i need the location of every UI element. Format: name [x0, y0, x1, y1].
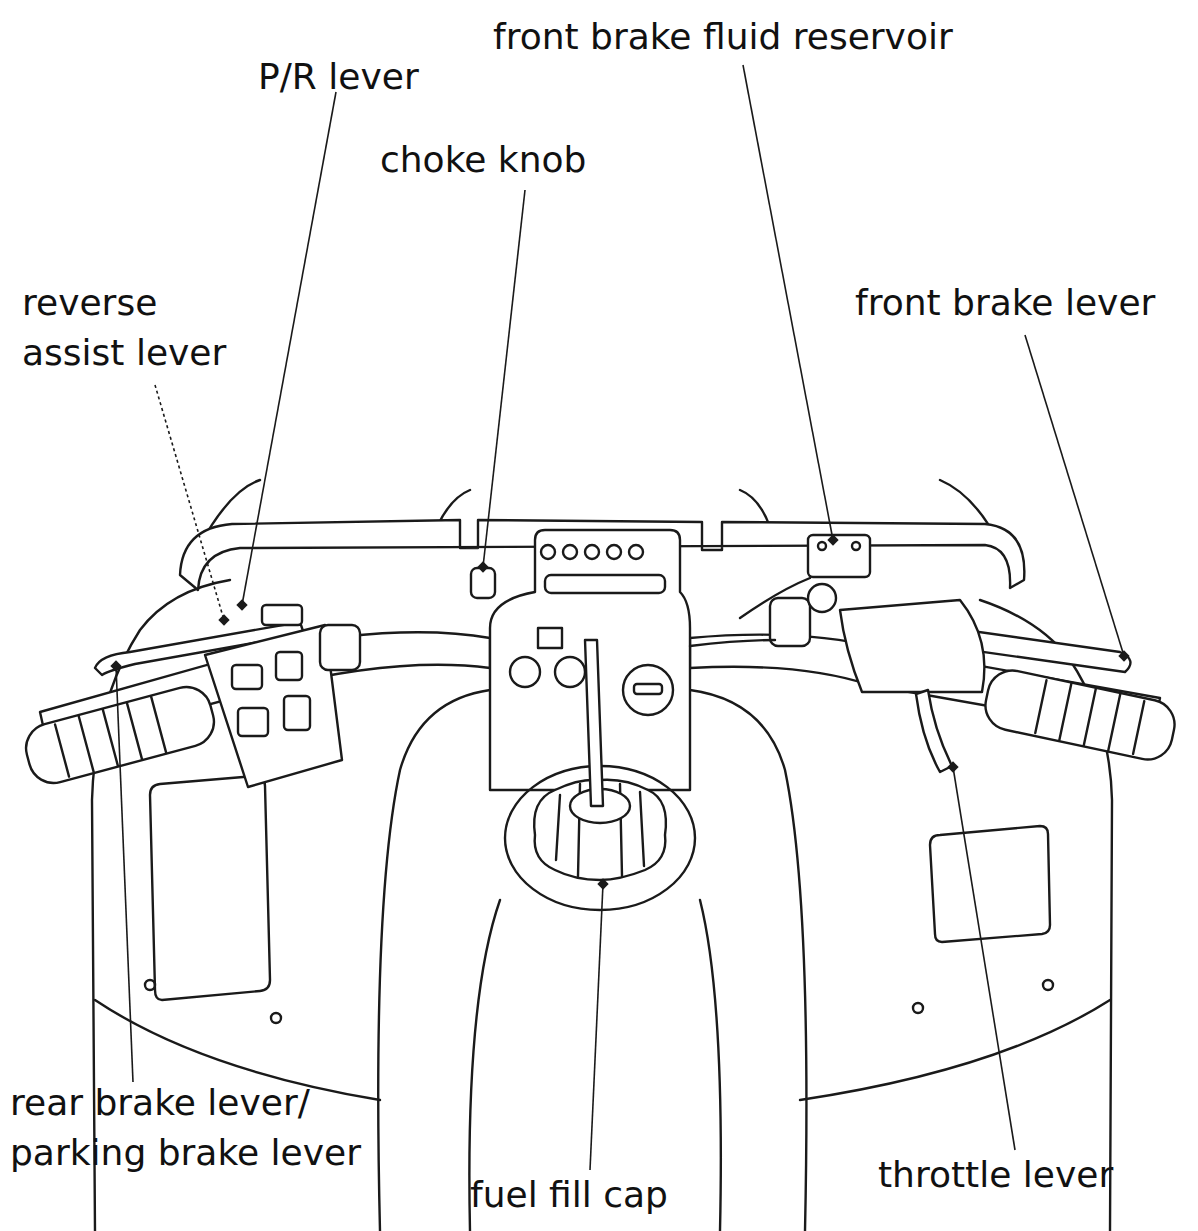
- switch-button: [232, 665, 262, 689]
- part-label: rear brake lever/ parking brake lever: [10, 1078, 430, 1178]
- leader-line: [116, 666, 133, 1082]
- ignition-switch: [623, 665, 673, 715]
- leader-line: [590, 884, 603, 1170]
- switch-button: [276, 652, 302, 680]
- part-label: reverse assist lever: [22, 278, 262, 378]
- leader-dot: [236, 599, 247, 610]
- body-line: [800, 1000, 1110, 1100]
- indicator-light: [541, 545, 555, 559]
- bolt: [913, 1003, 923, 1013]
- leader-line: [743, 65, 833, 540]
- leader-dot: [947, 761, 958, 772]
- console-lamp: [555, 657, 585, 687]
- leader-line: [1025, 335, 1124, 656]
- tank-line: [700, 900, 721, 1231]
- pr-lever: [262, 605, 302, 625]
- switch-button: [238, 708, 268, 736]
- leader-line: [242, 92, 336, 605]
- throttle-lever-part: [916, 690, 952, 772]
- lever-mount: [770, 598, 810, 646]
- fuel-tank: [378, 690, 490, 1231]
- key-slot: [634, 684, 662, 694]
- part-label: choke knob: [380, 135, 586, 185]
- bolt: [1043, 980, 1053, 990]
- leader-dot: [1118, 650, 1129, 661]
- leader-dot: [218, 614, 229, 625]
- bolt: [145, 980, 155, 990]
- side-panel: [930, 826, 1050, 942]
- reservoir-screw: [818, 542, 826, 550]
- part-label: front brake lever: [855, 278, 1155, 328]
- lever-mount: [320, 625, 360, 670]
- grip-ridges: [1035, 678, 1145, 756]
- indicator-light: [563, 545, 577, 559]
- console-display: [545, 575, 665, 593]
- right-grip: [981, 666, 1179, 764]
- leader-dot: [827, 534, 838, 545]
- part-label: throttle lever: [878, 1150, 1113, 1200]
- throttle-housing: [840, 600, 984, 692]
- leader-dot: [477, 561, 488, 572]
- indicator-light: [607, 545, 621, 559]
- cable: [740, 578, 810, 618]
- reservoir-screw: [852, 542, 860, 550]
- indicator-light: [629, 545, 643, 559]
- part-label: fuel fill cap: [470, 1170, 668, 1220]
- fuel-tank: [690, 690, 806, 1231]
- console-switch: [538, 628, 562, 648]
- bolt: [271, 1013, 281, 1023]
- part-label: front brake fluid reservoir: [493, 12, 953, 62]
- leader-dot: [597, 878, 608, 889]
- vent-hose: [585, 640, 603, 806]
- cable: [690, 640, 775, 646]
- leader-line: [953, 767, 1015, 1150]
- leader-line: [483, 190, 525, 567]
- side-panel: [150, 776, 270, 1000]
- part-label: P/R lever: [258, 52, 419, 102]
- brake-reservoir: [808, 535, 870, 577]
- indicator-light: [585, 545, 599, 559]
- switch-button: [284, 696, 310, 730]
- reservoir-window: [808, 584, 836, 612]
- leader-line: [155, 385, 224, 620]
- leader-dot: [110, 660, 121, 671]
- grip-ridges: [55, 697, 167, 779]
- console-lamp: [510, 657, 540, 687]
